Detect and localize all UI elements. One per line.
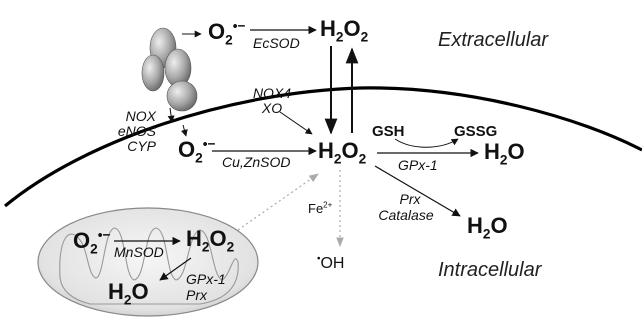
cuznsod-label: Cu,ZnSOD [222,154,291,170]
arrow-nox-to-cyp [167,107,175,123]
h2o2-mito: H2O2 [186,226,235,255]
arrow-prx-catalase [374,165,461,217]
arrow-cyp-to-superoxide [180,124,188,137]
catalase-label: Catalase [378,207,434,223]
intracellular-label: Intracellular [438,259,542,281]
arrow-gpx1-mito [159,257,192,281]
mnsod-label: MnSOD [114,244,164,260]
enos-label: eNOS [117,123,156,139]
arrow-nox4-xo [279,111,313,135]
gpx1-mito-label: GPx-1 [186,271,226,287]
superoxide-cytosol: O2•− [178,136,216,166]
water-gpx: H2O [484,139,525,168]
h2o2-extracellular: H2O2 [320,16,369,45]
cell-membrane [3,86,642,208]
cyp-label: CYP [127,138,156,154]
pathway-arrows [114,25,479,281]
extracellular-label: Extracellular [438,29,549,51]
gpx1-label: GPx-1 [398,157,438,173]
water-prx: H2O [467,213,508,242]
hydroxyl-radical: •OH [317,253,345,272]
ecsod-label: EcSOD [253,35,300,51]
gssg-label: GSSG [454,123,498,140]
arrow-mito-efflux [237,173,319,231]
superoxide-mito: O2•− [73,227,111,257]
nox4-label: NOX4 [252,85,292,101]
mitochondrion [37,207,259,317]
h2o2-cytosol: H2O2 [318,138,367,167]
nox-label: NOX [125,108,156,124]
nox-complex [141,27,198,112]
prx-mito-label: Prx [186,287,207,303]
superoxide-extracellular: O2•− [208,18,246,48]
xo-label: XO [261,100,283,116]
arrow-gsh-to-gssg [394,138,459,148]
water-mito: H2O [108,279,149,308]
prx-label: Prx [399,191,421,207]
fe-label: Fe2+ [308,200,333,216]
gsh-label: GSH [372,123,405,140]
